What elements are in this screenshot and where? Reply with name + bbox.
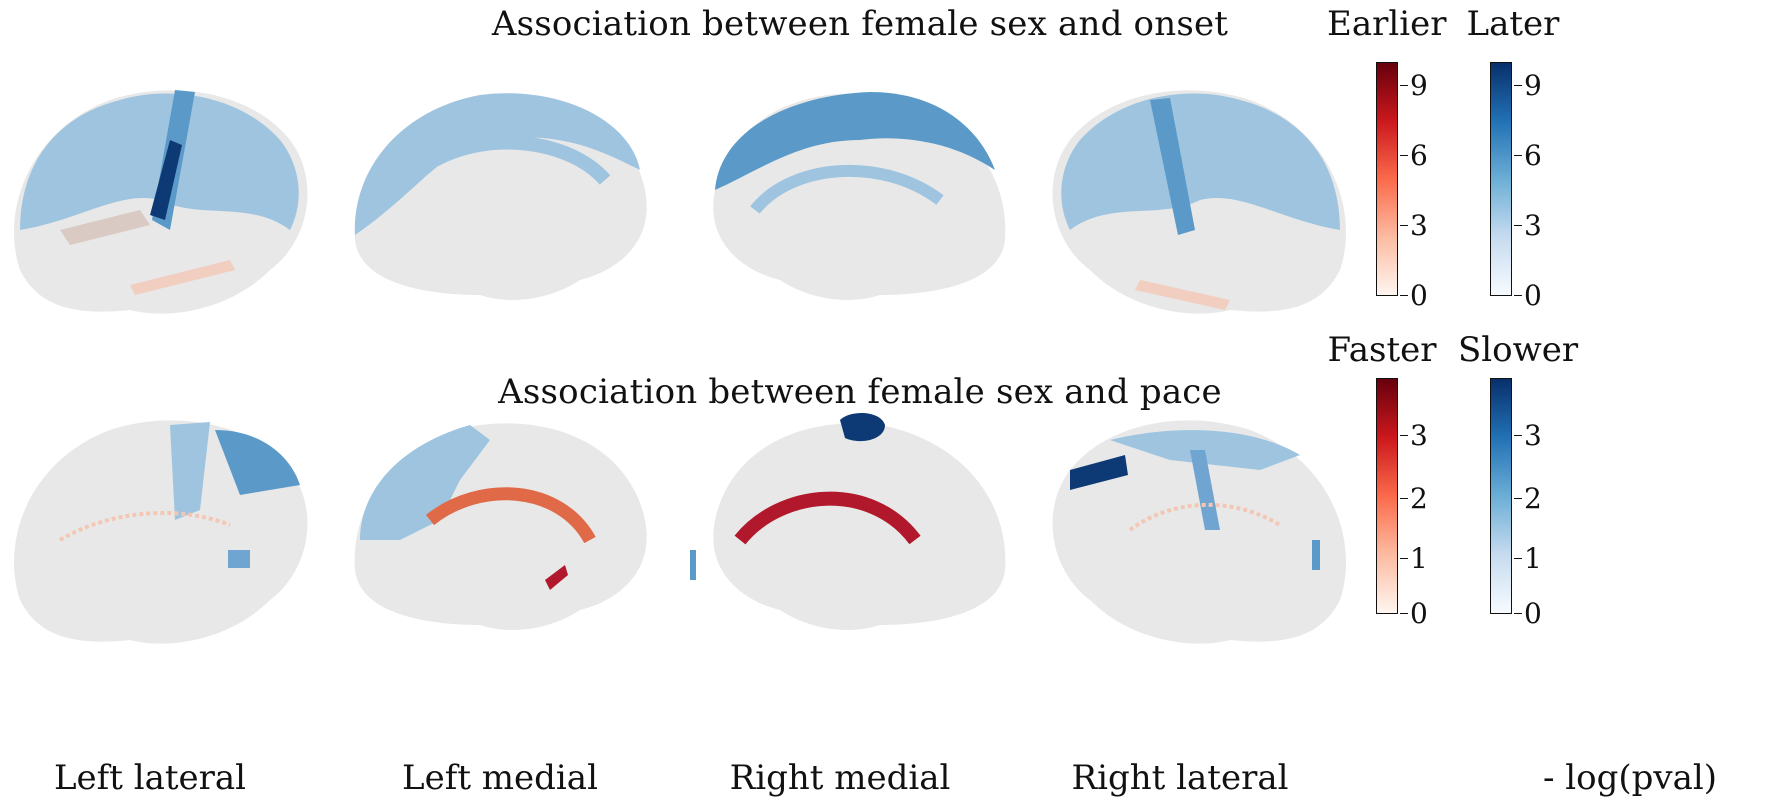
onset-earlier-tick-0: 0 [1400, 279, 1428, 312]
pace-faster-tick-2: 2 [1400, 482, 1428, 515]
brain-onset-right-medial [680, 70, 1020, 330]
onset-later-tick-9: 9 [1514, 69, 1542, 102]
brain-onset-left-medial [340, 70, 680, 330]
onset-earlier-colorbar [1376, 62, 1398, 296]
onset-later-tick-0: 0 [1514, 279, 1542, 312]
pace-faster-colorbar [1376, 378, 1398, 614]
onset-row-title: Association between female sex and onset [491, 4, 1229, 44]
pace-slower-tick-0: 0 [1514, 597, 1542, 630]
brain-pace-right-lateral [1020, 400, 1360, 660]
brain-onset-left-lateral [0, 70, 340, 330]
view-label-left-medial: Left medial [402, 758, 598, 798]
brain-onset-right-lateral [1020, 70, 1360, 330]
onset-earlier-tick-3: 3 [1400, 209, 1428, 242]
pace-slower-tick-1: 1 [1514, 542, 1542, 575]
onset-later-tick-3: 3 [1514, 209, 1542, 242]
colorbar-axis-label: - log(pval) [1542, 758, 1718, 798]
onset-later-colorbar [1490, 62, 1512, 296]
view-label-right-medial: Right medial [729, 758, 951, 798]
pace-slower-tick-3: 3 [1514, 419, 1542, 452]
brain-pace-right-medial [680, 400, 1020, 660]
pace-slower-colorbar [1490, 378, 1512, 614]
pace-faster-tick-0: 0 [1400, 597, 1428, 630]
onset-earlier-tick-9: 9 [1400, 69, 1428, 102]
onset-later-legend-title: Later [1466, 4, 1560, 44]
brain-pace-left-medial [340, 400, 680, 660]
onset-earlier-tick-6: 6 [1400, 139, 1428, 172]
pace-slower-legend-title: Slower [1458, 330, 1579, 370]
pace-slower-tick-2: 2 [1514, 482, 1542, 515]
onset-later-tick-6: 6 [1514, 139, 1542, 172]
pace-faster-tick-1: 1 [1400, 542, 1428, 575]
view-label-left-lateral: Left lateral [53, 758, 247, 798]
pace-row-title: Association between female sex and pace [498, 372, 1222, 412]
brain-pace-left-lateral [0, 400, 340, 660]
onset-earlier-legend-title: Earlier [1327, 4, 1447, 44]
pace-faster-tick-3: 3 [1400, 419, 1428, 452]
view-label-right-lateral: Right lateral [1071, 758, 1289, 798]
pace-faster-legend-title: Faster [1327, 330, 1437, 370]
